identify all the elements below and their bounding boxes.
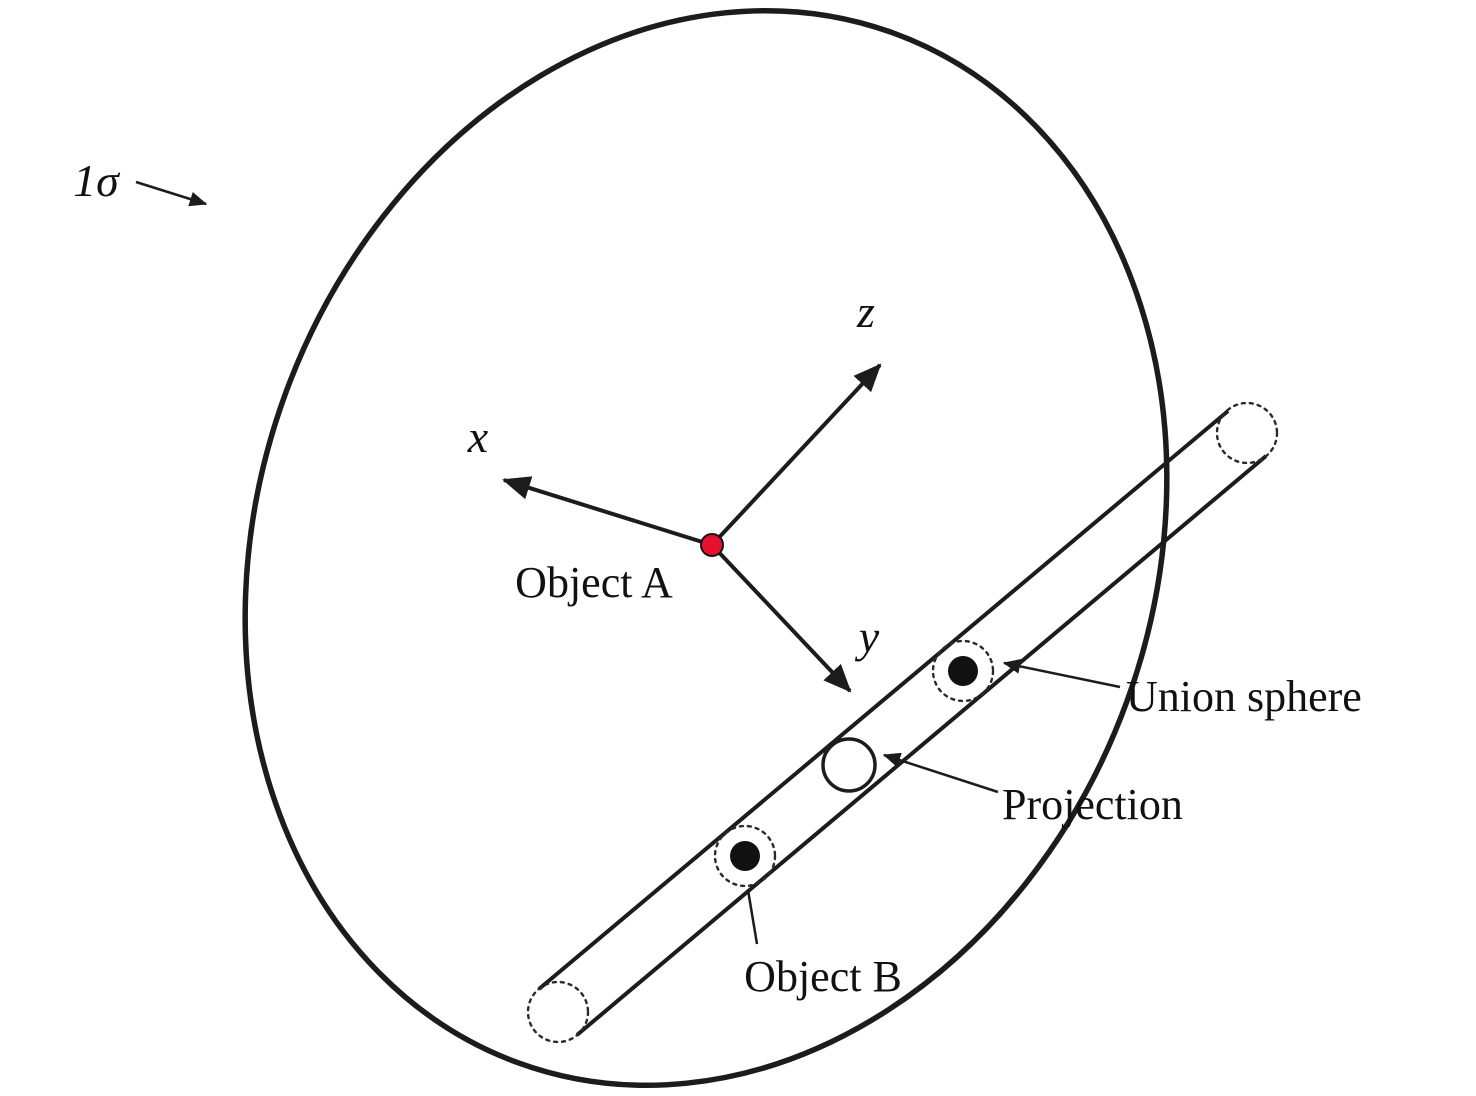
x-axis-label: x: [467, 411, 489, 462]
union-sphere-label: Union sphere: [1126, 672, 1362, 721]
tube-endcap-bottom-left: [526, 980, 590, 1044]
object-a-label: Object A: [515, 558, 673, 607]
sigma-arrow: [135, 180, 208, 207]
projection-arrow: [882, 752, 999, 794]
union-sphere-arrow: [1002, 658, 1121, 689]
one-sigma-ellipse: [242, 7, 1170, 1089]
object-b-label: Object B: [744, 952, 902, 1001]
z-axis-arrow: [710, 363, 882, 547]
object-b-dot-1: [948, 656, 978, 686]
tube-endcap-top-right: [1215, 401, 1279, 465]
z-axis-label: z: [856, 286, 875, 337]
object-b-leader-line: [746, 889, 759, 945]
tube-line-upper: [537, 409, 1230, 991]
x-axis-arrow: [502, 476, 713, 547]
projection-circle: [821, 737, 877, 793]
union-sphere-circle-1: [931, 639, 995, 703]
union-sphere-circle-2: [713, 824, 777, 888]
object-a-dot: [700, 533, 724, 557]
y-axis-label: y: [855, 611, 880, 662]
sigma-label: 1σ: [73, 155, 121, 206]
object-b-dot-2: [730, 841, 760, 871]
tube-line-lower: [575, 454, 1268, 1037]
y-axis-arrow: [710, 543, 852, 693]
projection-label: Projection: [1002, 780, 1183, 829]
